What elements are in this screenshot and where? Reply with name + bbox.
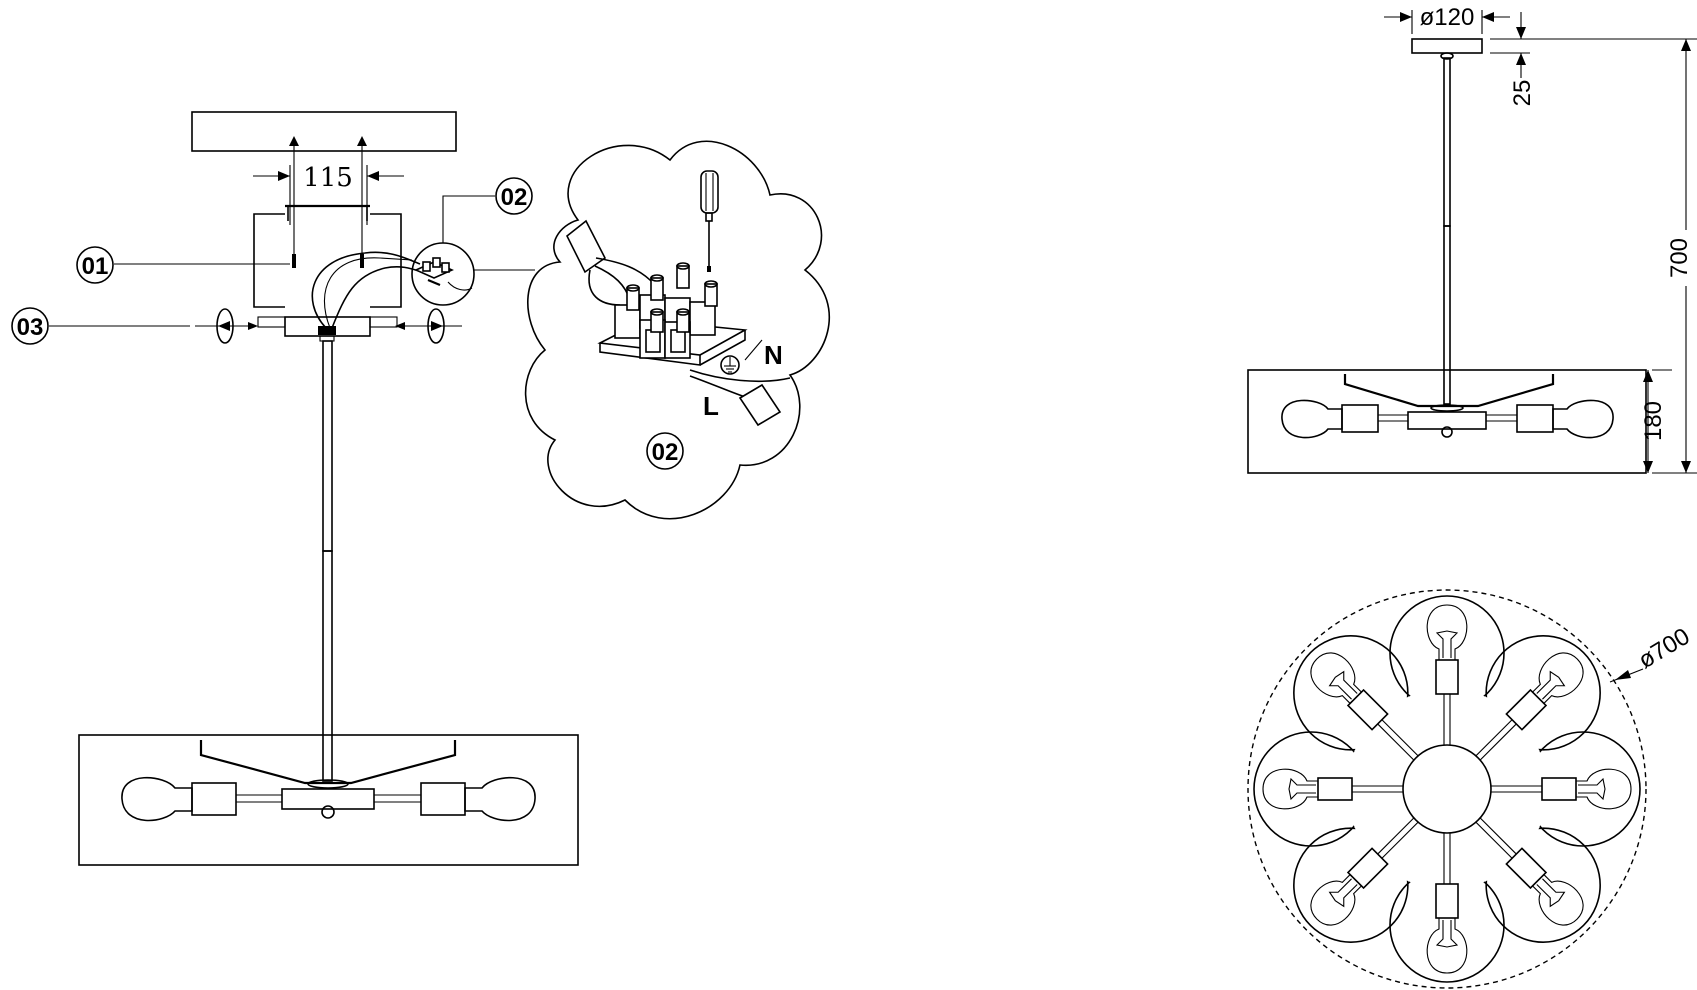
filament — [1536, 878, 1566, 908]
callout-01 — [76, 246, 114, 284]
filament — [1328, 670, 1358, 700]
canopy-diameter-dimension: ø120 — [1384, 4, 1510, 34]
live-label: L — [703, 391, 719, 421]
socket — [1435, 659, 1459, 695]
canopy-height-dimension: 25 — [1490, 12, 1697, 106]
arm-rod — [1475, 719, 1517, 761]
screwdriver-icon — [700, 170, 719, 272]
detail-callout-02 — [646, 432, 684, 470]
canopy — [1411, 38, 1483, 54]
arm — [1310, 817, 1419, 926]
detail-cloud-outline — [524, 140, 831, 520]
filament — [1288, 777, 1316, 801]
arm — [1426, 833, 1468, 974]
arm-rod — [1443, 694, 1451, 745]
wiring-detail: N L 02 — [524, 140, 831, 520]
canopy-height-label: 25 — [1509, 80, 1536, 107]
overall-diameter-circle — [1247, 589, 1647, 989]
bulb-lobe — [1485, 635, 1601, 751]
ceiling-screws — [289, 136, 367, 268]
light-bulb-icon — [1281, 399, 1343, 439]
mount-spacing-dimension: 115 — [253, 163, 404, 225]
arm-rod — [1377, 719, 1419, 761]
filament — [1328, 878, 1358, 908]
bulb-lobe — [1485, 827, 1601, 943]
side-screws — [195, 308, 462, 344]
terminal-block-icon — [597, 262, 748, 366]
installation-view: 115 — [11, 111, 579, 866]
detail-callout-02-label: 02 — [652, 439, 679, 466]
arm-rod — [1475, 817, 1517, 859]
supply-wires — [311, 251, 423, 329]
arm — [1475, 652, 1584, 761]
down-rod — [322, 340, 333, 782]
filament — [1435, 920, 1459, 948]
arm-rod — [1443, 833, 1451, 884]
overall-diameter-label: ø700 — [1634, 623, 1695, 674]
bulb-lobe — [1293, 635, 1409, 751]
light-bulb-icon — [464, 776, 536, 822]
overall-height-dimension: 700 — [1666, 39, 1697, 473]
elevation-view: ø120 25 700 180 — [1247, 4, 1697, 474]
arm-rod — [1352, 785, 1403, 793]
terminal-magnifier — [411, 242, 535, 306]
arm — [1262, 768, 1403, 810]
light-bulb-icon — [1531, 652, 1584, 705]
fixture-body-front — [78, 734, 579, 866]
light-bulb-icon — [1426, 604, 1468, 661]
body-height-label: 180 — [1640, 401, 1667, 441]
neutral-label: N — [764, 340, 783, 370]
arm — [1491, 768, 1632, 810]
outgoing-cable — [689, 339, 791, 427]
arm-rod — [1377, 817, 1419, 859]
light-bulb-icon — [1310, 652, 1363, 705]
overall-height-label: 700 — [1666, 238, 1693, 278]
plan-view: ø700 — [1247, 589, 1695, 989]
bulb-lobe — [1293, 827, 1409, 943]
light-bulb-icon — [1552, 399, 1614, 439]
arm — [1310, 652, 1419, 761]
socket — [1435, 883, 1459, 919]
canopy-exploded — [253, 204, 402, 342]
filament — [1435, 630, 1459, 658]
light-bulb-icon — [1262, 768, 1319, 810]
light-bulb-icon — [1531, 873, 1584, 926]
terminal-block-icon — [414, 257, 454, 287]
callout-01-label: 01 — [82, 253, 109, 280]
socket — [1317, 777, 1353, 801]
filament — [1536, 670, 1566, 700]
callout-03 — [11, 307, 49, 345]
ceiling-plate — [191, 111, 457, 152]
callout-02-label: 02 — [501, 184, 528, 211]
light-bulb-icon — [1310, 873, 1363, 926]
callout-02 — [495, 177, 533, 215]
light-bulb-icon — [1575, 768, 1632, 810]
arm — [1475, 817, 1584, 926]
socket — [1541, 777, 1577, 801]
center-hub — [1402, 744, 1492, 834]
arm-rod — [1491, 785, 1542, 793]
ground-symbol-icon — [720, 355, 740, 375]
callout-03-label: 03 — [17, 314, 44, 341]
canopy-diameter-label: ø120 — [1420, 4, 1475, 31]
incoming-cable — [565, 219, 656, 306]
mount-spacing-label: 115 — [303, 163, 353, 193]
filament — [1578, 777, 1606, 801]
arm — [1426, 604, 1468, 745]
light-bulb-icon — [1426, 917, 1468, 974]
light-bulb-icon — [121, 776, 193, 822]
overall-diameter-dimension: ø700 — [1609, 623, 1695, 683]
body-height-dimension: 180 — [1640, 369, 1697, 474]
